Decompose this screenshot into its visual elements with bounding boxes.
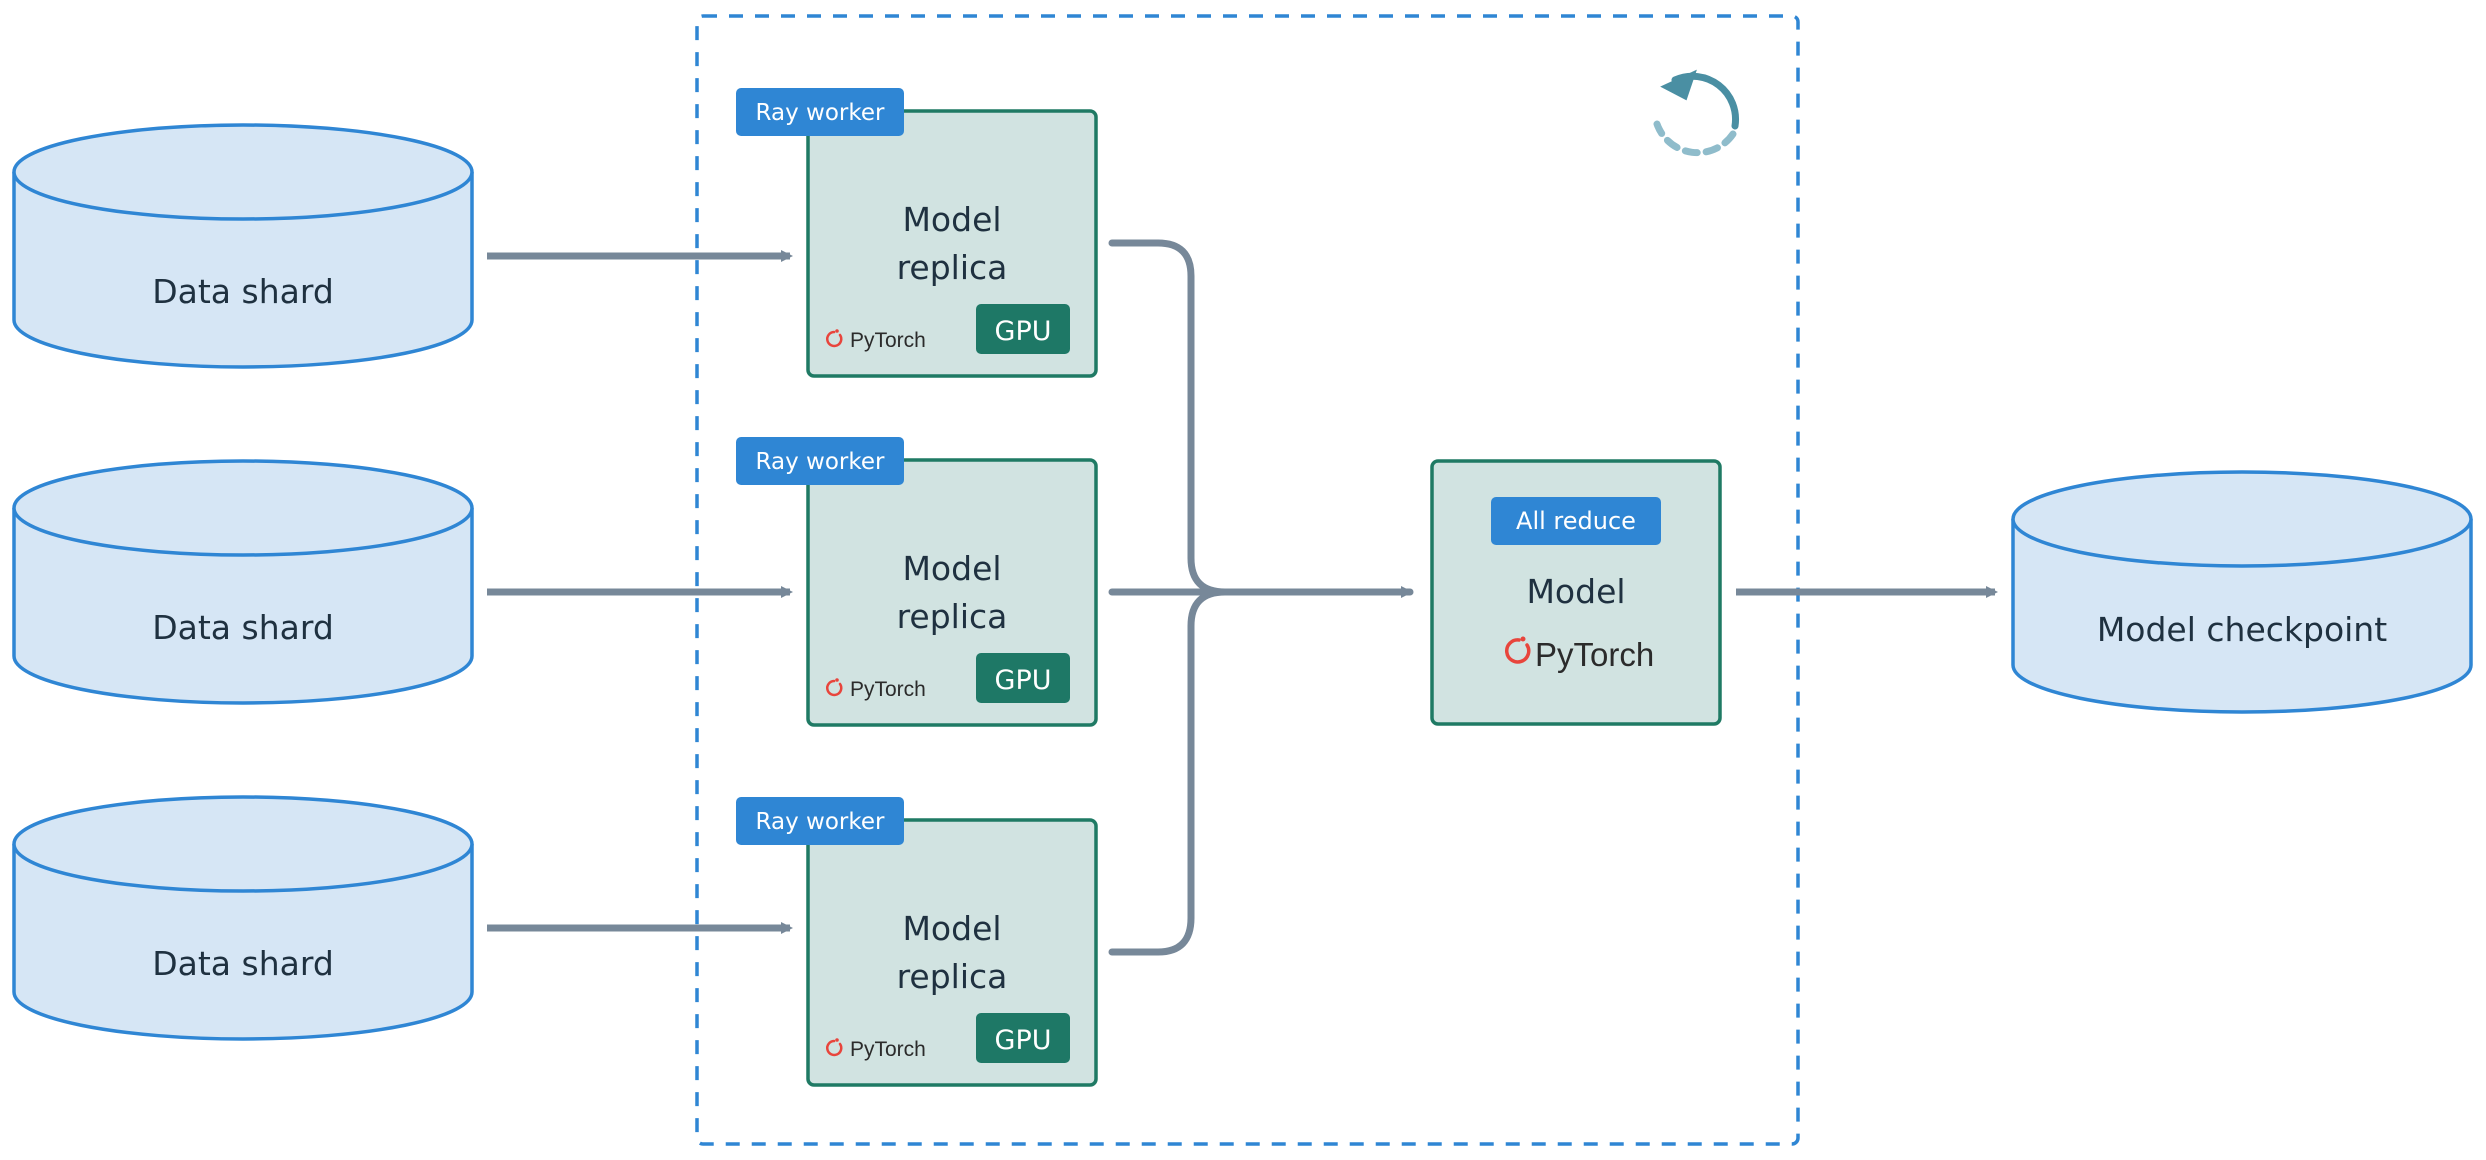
gpu-badge bbox=[976, 1013, 1070, 1063]
gpu-badge bbox=[976, 304, 1070, 354]
gpu-label: GPU bbox=[995, 1025, 1052, 1056]
replica-title-line2: replica bbox=[897, 597, 1008, 636]
data-shard-cylinder: Data shard bbox=[12, 123, 474, 369]
data-shard-label: Data shard bbox=[152, 944, 334, 983]
ray-worker-badge bbox=[736, 797, 904, 845]
data-shard-label: Data shard bbox=[152, 608, 334, 647]
replica-title-line1: Model bbox=[902, 549, 1001, 588]
data-shard-cylinder: Data shard bbox=[12, 795, 474, 1041]
aggregator-title: Model bbox=[1526, 572, 1625, 611]
replica-title-line2: replica bbox=[897, 957, 1008, 996]
data-shard-label: Data shard bbox=[152, 272, 334, 311]
ray-cluster-boundary bbox=[695, 14, 1800, 1146]
pytorch-flame-icon bbox=[1504, 636, 1531, 664]
model-checkpoint-label: Model checkpoint bbox=[2097, 610, 2387, 649]
replica-title-line1: Model bbox=[902, 200, 1001, 239]
pytorch-wordmark: PyTorch bbox=[850, 1038, 926, 1061]
replica-title-line2: replica bbox=[897, 248, 1008, 287]
model-checkpoint-cylinder: Model checkpoint bbox=[2011, 470, 2473, 714]
all-reduce-label: All reduce bbox=[1516, 507, 1636, 535]
pytorch-wordmark: PyTorch bbox=[1535, 636, 1654, 673]
data-shard-cylinder: Data shard bbox=[12, 459, 474, 705]
refresh-cycle-icon bbox=[1653, 69, 1740, 157]
pytorch-flame-icon bbox=[826, 1038, 843, 1057]
pytorch-flame-icon bbox=[826, 678, 843, 697]
ray-worker-badge bbox=[736, 88, 904, 136]
gpu-label: GPU bbox=[995, 665, 1052, 696]
ray-worker-label: Ray worker bbox=[756, 449, 885, 475]
ray-worker-label: Ray worker bbox=[756, 809, 885, 835]
all-reduce-badge bbox=[1491, 497, 1661, 545]
all-reduce-model-box: All reduce Model PyTorch bbox=[1430, 459, 1722, 726]
replica-title-line1: Model bbox=[902, 909, 1001, 948]
ray-worker-label: Ray worker bbox=[756, 100, 885, 126]
merge-connectors bbox=[1108, 239, 1414, 956]
input-arrows bbox=[487, 250, 793, 934]
ray-worker-badge bbox=[736, 437, 904, 485]
pytorch-wordmark: PyTorch bbox=[850, 678, 926, 701]
gpu-label: GPU bbox=[995, 316, 1052, 347]
pytorch-wordmark: PyTorch bbox=[850, 329, 926, 352]
gpu-badge bbox=[976, 653, 1070, 703]
pytorch-flame-icon bbox=[826, 329, 843, 348]
